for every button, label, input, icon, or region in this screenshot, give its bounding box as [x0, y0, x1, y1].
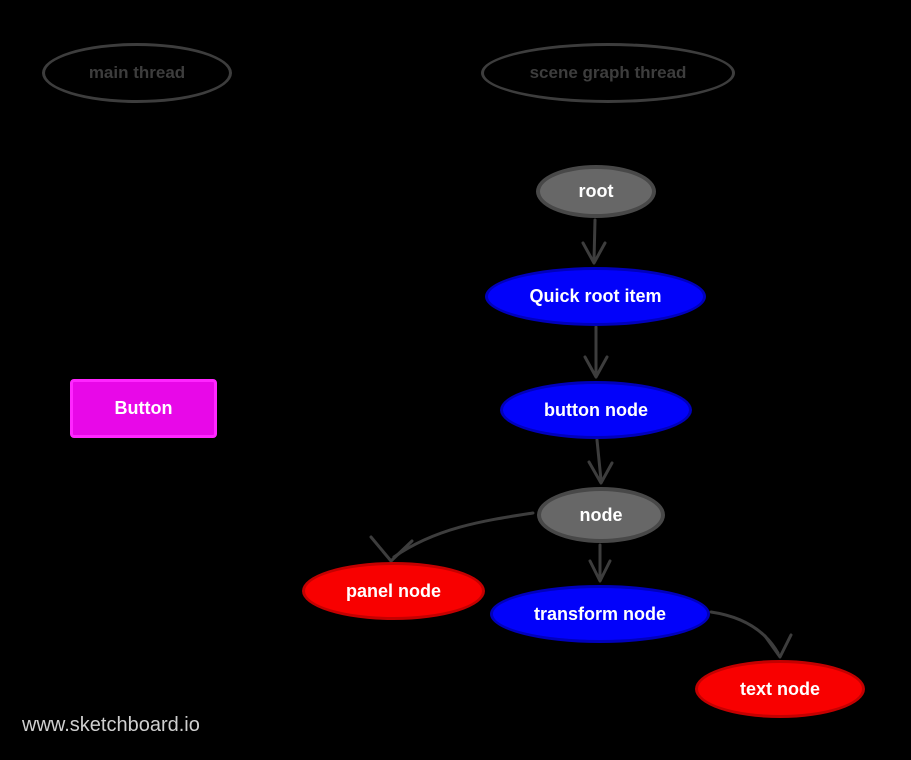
watermark-text: www.sketchboard.io — [22, 714, 200, 736]
lane-scene-graph-thread[interactable]: scene graph thread — [481, 43, 735, 103]
node-quick-root-item[interactable]: Quick root item — [485, 267, 706, 326]
node-root[interactable]: root — [536, 165, 656, 218]
edge-node-to-transform-node[interactable] — [588, 543, 612, 583]
node-label: text node — [739, 678, 820, 699]
edge-quick-root-item-to-button-node[interactable] — [583, 325, 609, 379]
edge-line — [709, 610, 780, 655]
edge-button-node-to-node[interactable] — [587, 438, 614, 485]
node-transform-node[interactable]: transform node — [490, 585, 710, 643]
node-text-node[interactable]: text node — [695, 660, 865, 718]
arrowhead-icon — [583, 355, 609, 379]
arrowhead-icon — [369, 535, 414, 563]
lane-main-thread[interactable]: main thread — [42, 43, 232, 103]
arrowhead-icon — [587, 460, 614, 485]
button-shape-label: Button — [114, 398, 173, 418]
node-panel-node[interactable]: panel node — [302, 562, 485, 620]
node-label: root — [578, 181, 614, 201]
arrowhead-icon — [588, 559, 612, 583]
edge-line — [592, 218, 597, 263]
lane-label: main thread — [88, 63, 186, 82]
node-label: transform node — [533, 603, 666, 624]
arrowhead-icon — [763, 633, 793, 659]
edge-transform-node-to-text-node[interactable] — [709, 610, 793, 659]
node-label: button node — [544, 399, 648, 420]
button-shape[interactable]: Button — [70, 379, 217, 438]
node-label: panel node — [345, 580, 441, 601]
edge-node-to-panel-node[interactable] — [369, 511, 535, 563]
node-label: node — [579, 504, 623, 525]
node-node[interactable]: node — [537, 487, 665, 543]
arrowhead-icon — [581, 241, 607, 265]
node-button-node[interactable]: button node — [500, 381, 692, 439]
lane-label: scene graph thread — [529, 63, 687, 82]
edge-line — [595, 438, 603, 482]
edge-root-to-quick-root-item[interactable] — [581, 218, 607, 265]
edge-line — [392, 511, 535, 559]
node-label: Quick root item — [529, 286, 662, 306]
